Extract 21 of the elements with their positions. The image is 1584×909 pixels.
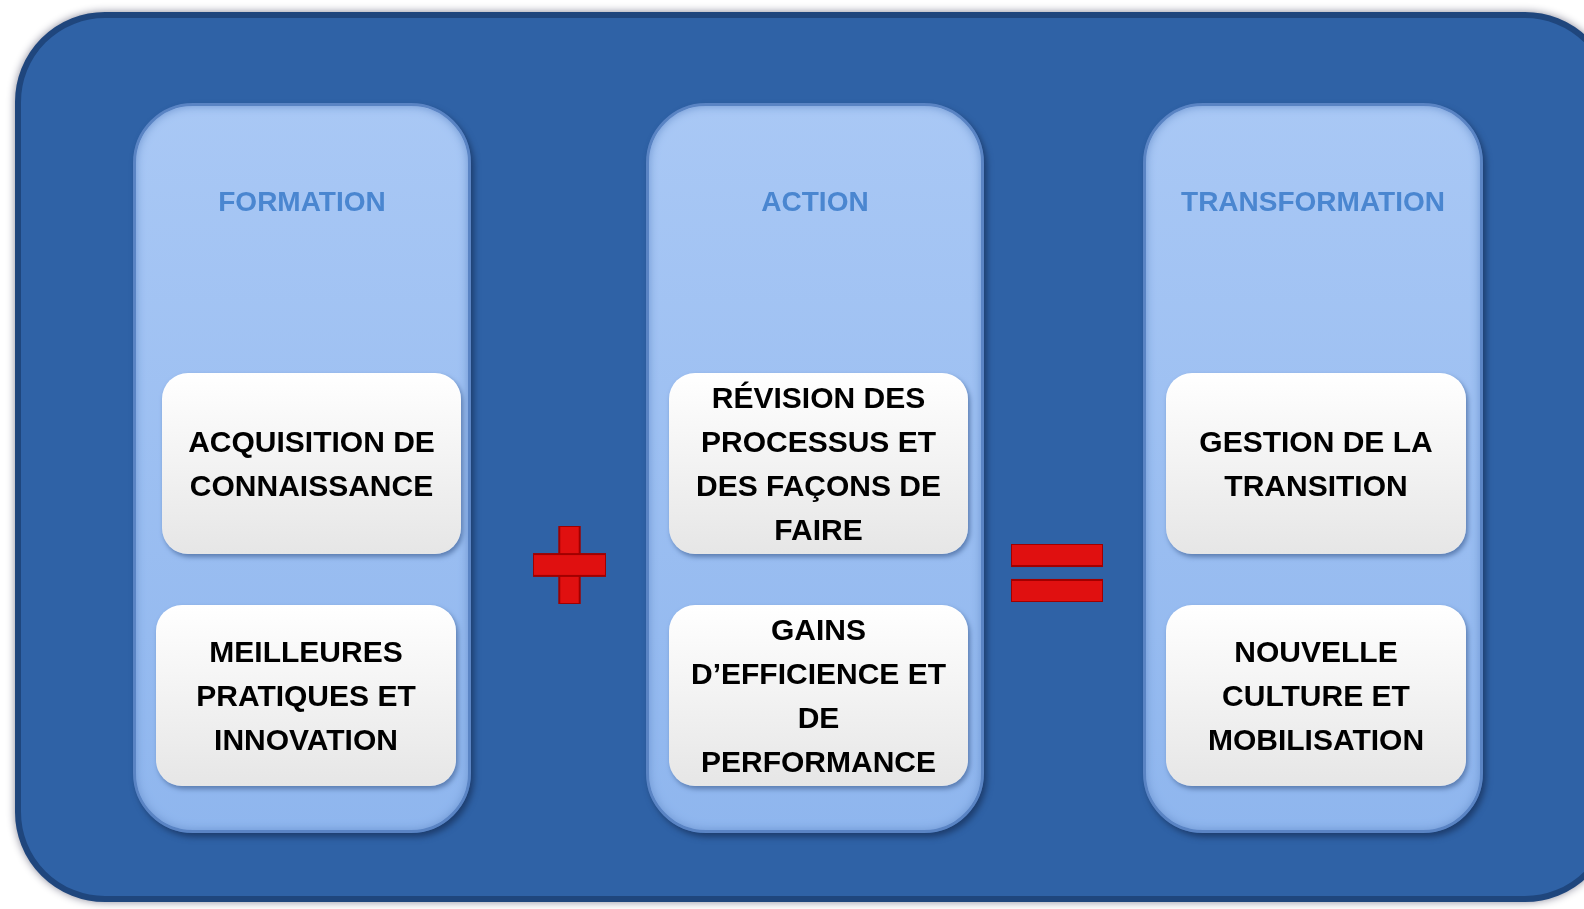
card-text: GAINS D’EFFICIENCE ET DE PERFORMANCE (690, 611, 947, 780)
text-card (669, 605, 968, 786)
equals-sign (1011, 544, 1103, 602)
card-text: NOUVELLE CULTURE ET MOBILISATION (1206, 633, 1426, 758)
column-heading: FORMATION (217, 186, 387, 218)
text-card (1166, 605, 1466, 786)
text-card (162, 373, 461, 554)
column-heading: ACTION (760, 186, 870, 218)
column-panel (1143, 103, 1483, 833)
column-panel (646, 103, 984, 833)
card-text: ACQUISITION DE CONNAISSANCE (187, 423, 436, 504)
text-card (669, 373, 968, 554)
text-card (1166, 373, 1466, 554)
plus-sign (533, 526, 606, 604)
column-panel (133, 103, 471, 833)
card-text: MEILLEURES PRATIQUES ET INNOVATION (195, 633, 417, 758)
text-card (156, 605, 456, 786)
column-heading: TRANSFORMATION (1180, 186, 1446, 218)
card-text: GESTION DE LA TRANSITION (1198, 423, 1434, 504)
background-panel (15, 12, 1584, 902)
card-text: RÉVISION DES PROCESSUS ET DES FAÇONS DE FAIRE (694, 379, 942, 548)
